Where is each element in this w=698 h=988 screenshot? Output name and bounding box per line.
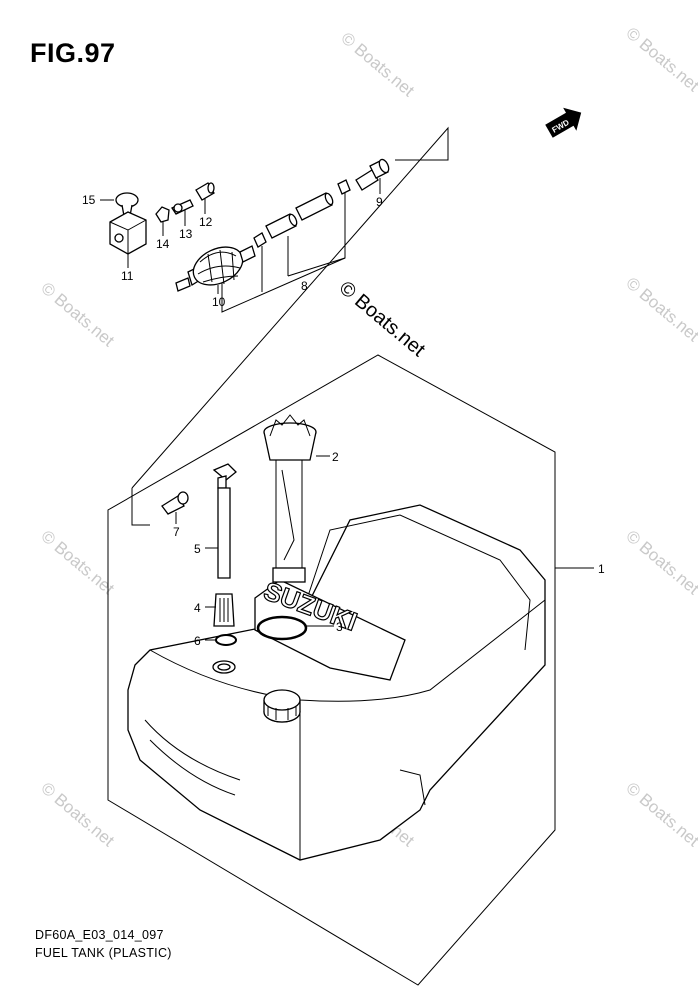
part-clip-14	[155, 206, 170, 223]
part-clamp	[253, 232, 267, 248]
part-fitting-7	[161, 491, 189, 515]
callout-2: 2	[332, 450, 339, 464]
callout-5: 5	[194, 542, 201, 556]
watermark: © Boats.net	[337, 29, 418, 101]
watermark: © Boats.net	[622, 527, 698, 599]
callout-6: 6	[194, 634, 201, 648]
watermark: © Boats.net	[622, 274, 698, 346]
callout-11: 11	[121, 269, 134, 283]
part-primer-bulb-10	[175, 245, 256, 292]
part-gauge-2	[263, 414, 317, 583]
callout-3: 3	[336, 620, 343, 634]
part-gasket-3	[256, 615, 308, 641]
part-fuel-tank-1: SUZUKI	[127, 504, 546, 861]
watermark: © Boats.net	[37, 527, 118, 599]
footer-code: DF60A_E03_014_097	[35, 928, 164, 942]
watermark: © Boats.net	[622, 24, 698, 96]
callout-9: 9	[376, 195, 383, 209]
fwd-arrow-icon: FWD	[545, 107, 582, 138]
part-pickup-5	[212, 463, 237, 579]
watermark-main: © Boats.net	[335, 277, 430, 361]
callout-4: 4	[194, 601, 201, 615]
tank-group-frame	[107, 354, 556, 986]
callout-13: 13	[179, 227, 193, 241]
hose-group-frame	[131, 126, 449, 526]
callout-15: 15	[82, 193, 96, 207]
figure-title: FIG.97	[30, 38, 116, 68]
part-clamp	[337, 179, 351, 195]
callout-10: 10	[212, 295, 226, 309]
part-bracket-11	[109, 211, 147, 255]
callout-1: 1	[598, 562, 605, 576]
part-sleeve-12	[195, 182, 215, 201]
watermark: © Boats.net	[37, 279, 118, 351]
watermark: © Boats.net	[622, 779, 698, 851]
footer-name: FUEL TANK (PLASTIC)	[35, 946, 172, 960]
part-connector-9	[355, 158, 390, 191]
part-fitting-13	[171, 199, 194, 215]
callout-12: 12	[199, 215, 213, 229]
part-hose-8	[265, 192, 334, 239]
watermark: © Boats.net	[37, 779, 118, 851]
callout-7: 7	[173, 525, 180, 539]
part-filter-4	[213, 593, 235, 627]
callout-14: 14	[156, 237, 170, 251]
callout-8: 8	[301, 279, 308, 293]
